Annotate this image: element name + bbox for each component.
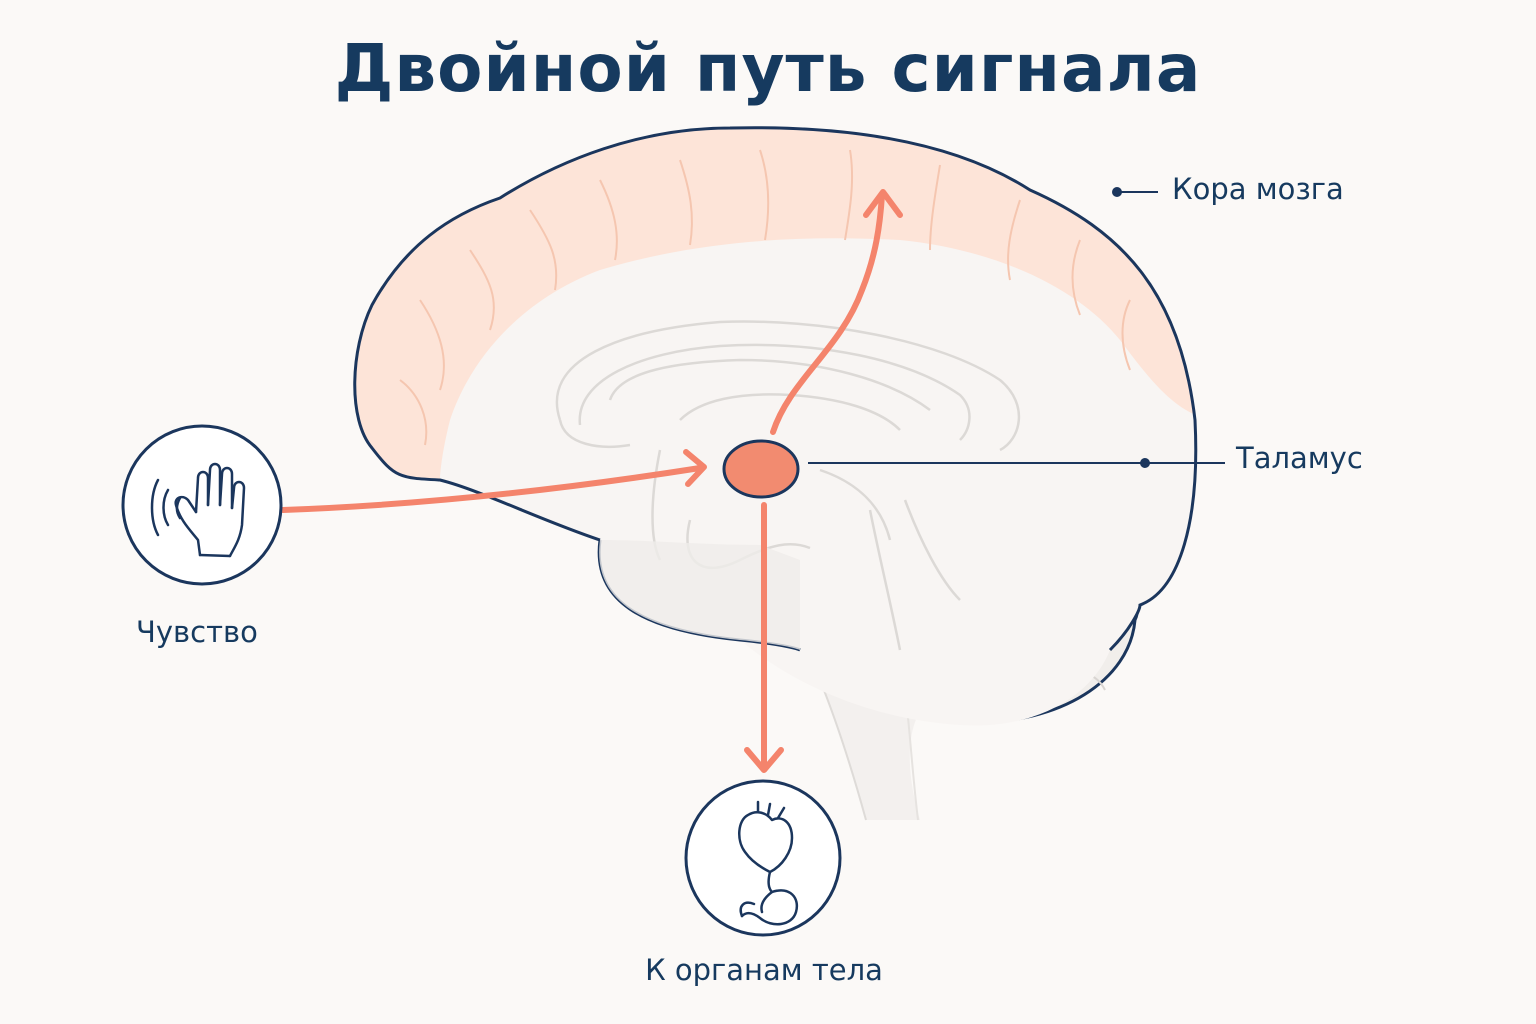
brainstem-edge xyxy=(819,679,867,821)
cortex-gyri xyxy=(399,149,1131,446)
organs-label: К органам тела xyxy=(645,953,883,987)
cortex-leader-dot xyxy=(1112,187,1122,197)
thalamus-label: Таламус xyxy=(1236,441,1363,475)
arrow-feeling-head xyxy=(683,449,707,487)
cortex-label: Кора мозга xyxy=(1172,172,1344,206)
arrow-cortex-head xyxy=(863,189,903,218)
signal-arrows xyxy=(280,189,903,773)
feeling-label: Чувство xyxy=(136,615,258,649)
brain-outline xyxy=(353,126,1198,652)
waving-hand-icon xyxy=(121,424,283,586)
page-title: Двойной путь сигнала xyxy=(334,30,1202,107)
arrow-feeling-to-thalamus xyxy=(280,465,703,513)
thalamus xyxy=(722,439,800,499)
cortex-band xyxy=(354,127,1196,480)
thalamus-leader-dot xyxy=(1140,458,1150,468)
temporal-lobe-fill xyxy=(599,540,800,650)
arrow-organs-head xyxy=(744,747,784,773)
arrow-thalamus-to-cortex xyxy=(770,192,885,435)
heart-stomach-icon xyxy=(684,779,842,937)
